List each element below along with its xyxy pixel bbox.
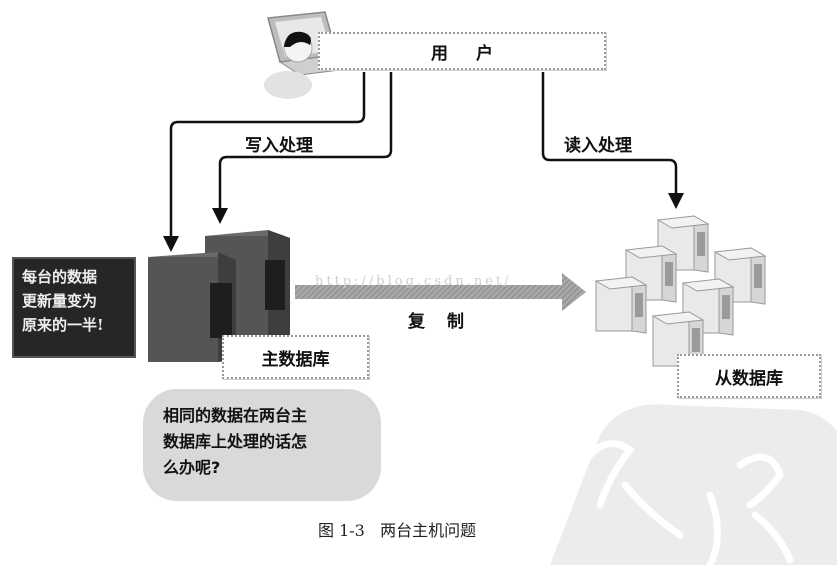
figure-caption: 图 1-3 两台主机问题 [318,521,477,540]
watermark-url: http://blog.csdn.net/ [315,274,512,289]
question-line: 相同的数据在两台主 [163,406,308,425]
warning-line: 原来的一半! [22,316,104,334]
master-server-front [148,252,236,362]
user-node: 用户 [318,32,606,70]
connector-layer [148,11,767,369]
write-arrow-2 [218,72,393,210]
warning-line: 更新量变为 [22,292,98,310]
write-arrow-1 [169,72,366,238]
warning-line: 每台的数据 [22,268,98,286]
read-arrow [541,72,678,195]
slave-server-icon [594,276,648,334]
question-line: 数据库上处理的话怎 [163,432,308,451]
question-line: 么办呢? [163,458,221,477]
slave-servers [594,215,767,369]
write-label: 写入处理 [245,136,313,156]
warning-callout: 每台的数据 更新量变为 原来的一半! [12,257,136,358]
read-arrowhead [668,193,684,209]
replicate-label: 复制 [408,312,486,332]
write-arrowhead-2 [212,208,228,224]
question-bubble: 相同的数据在两台主 数据库上处理的话怎 么办呢? [143,389,381,501]
user-label: 用户 [431,43,521,64]
replicate-arrow [295,273,586,311]
seal-watermark [550,404,837,565]
master-db-label: 主数据库 [261,349,330,370]
master-db-node: 主数据库 [222,335,369,379]
write-arrowhead-1 [163,236,179,252]
read-label: 读入处理 [564,136,632,156]
slave-server-icon [624,245,678,303]
slave-db-node: 从数据库 [677,354,821,398]
slave-db-label: 从数据库 [715,368,783,389]
